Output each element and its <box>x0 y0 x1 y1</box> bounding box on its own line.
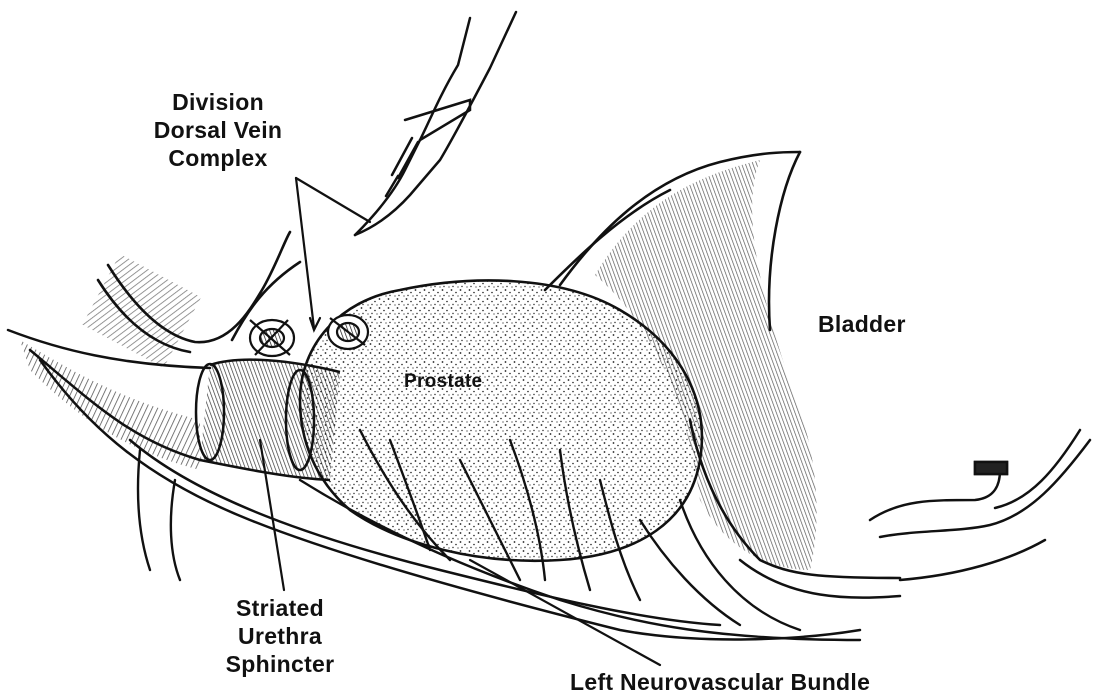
label-line: Complex <box>118 144 318 172</box>
label-bladder: Bladder <box>818 310 906 338</box>
label-line: Sphincter <box>190 650 370 678</box>
label-striated-urethra-sphincter: Striated Urethra Sphincter <box>190 594 370 678</box>
label-prostate: Prostate <box>404 368 482 396</box>
sphincter-cylinder <box>196 360 340 480</box>
label-line: Division <box>118 88 318 116</box>
label-line: Striated <box>190 594 370 622</box>
scalpel-drawing <box>355 12 516 235</box>
catheter-tube <box>870 430 1090 537</box>
label-left-neurovascular-bundle: Left Neurovascular Bundle <box>570 668 870 696</box>
dorsal-vein-clips <box>250 315 368 356</box>
lower-structures <box>138 450 180 580</box>
label-division-dorsal-vein-complex: Division Dorsal Vein Complex <box>118 88 318 172</box>
label-line: Urethra <box>190 622 370 650</box>
label-line: Dorsal Vein <box>118 116 318 144</box>
